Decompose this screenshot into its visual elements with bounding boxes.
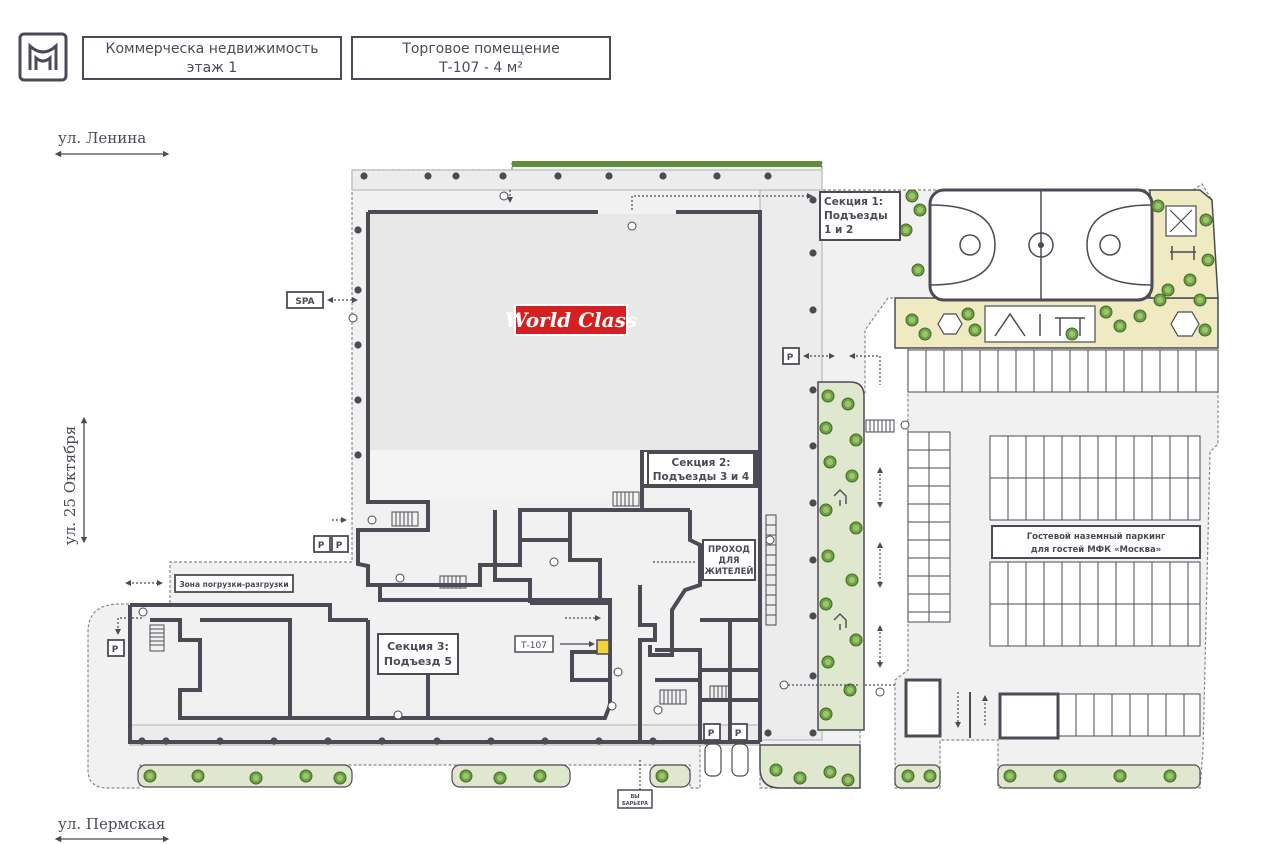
street-lenina: ул. Ленина bbox=[54, 129, 170, 158]
section1-entrances: 1 и 2 bbox=[824, 224, 853, 236]
section2-label-box: Секция 2: Подъезды 3 и 4 bbox=[647, 452, 755, 486]
barrier-exit-box: ВЫ БАРЬЕРА bbox=[617, 789, 653, 809]
section2-title: Секция 2: bbox=[672, 457, 731, 469]
guest-parking-line1: Гостевой наземный паркинг bbox=[1027, 532, 1166, 542]
section2-entrances: Подъезды 3 и 4 bbox=[653, 471, 750, 483]
section1-title: Секция 1: bbox=[824, 196, 883, 208]
worldclass-logo: World Class bbox=[505, 308, 637, 332]
residents-line2: ДЛЯ bbox=[718, 556, 739, 566]
guest-parking-box: Гостевой наземный паркинг для гостей МФК… bbox=[991, 525, 1201, 559]
t107-callout: Т-107 bbox=[514, 635, 595, 653]
p-badge: P bbox=[730, 723, 748, 741]
bottom-green bbox=[137, 744, 1201, 789]
p-badge: P bbox=[703, 723, 721, 741]
residents-line3: ЖИТЕЛЕЙ bbox=[704, 565, 753, 577]
routes bbox=[115, 190, 988, 790]
cars bbox=[704, 743, 749, 777]
svg-text:P: P bbox=[708, 729, 715, 739]
guest-parking-line2: для гостей МФК «Москва» bbox=[1031, 545, 1161, 555]
svg-text:P: P bbox=[112, 645, 119, 655]
street-lenina-label: ул. Ленина bbox=[58, 129, 146, 147]
property-type-box: Коммерческа недвижимость этаж 1 bbox=[82, 36, 342, 80]
unit-type-label: Торговое помещение bbox=[402, 41, 560, 57]
t107-label: Т-107 bbox=[520, 641, 547, 651]
street-permskaya-label: ул. Пермская bbox=[58, 815, 165, 833]
sports-area bbox=[894, 188, 1219, 349]
street-permskaya: ул. Пермская bbox=[54, 815, 170, 843]
svg-text:P: P bbox=[735, 729, 742, 739]
residents-passage-box: ПРОХОД ДЛЯ ЖИТЕЛЕЙ bbox=[702, 539, 756, 581]
floor-label: этаж 1 bbox=[186, 60, 238, 76]
svg-text:P: P bbox=[787, 353, 794, 363]
section1-label-box: Секция 1: Подъезды 1 и 2 bbox=[819, 191, 901, 241]
dog-park-icons bbox=[833, 489, 847, 630]
street-oktyabrya-label: ул. 25 Октября bbox=[61, 426, 79, 545]
spa-label-box: SPA bbox=[286, 291, 324, 309]
parking-badges: P P P P P P bbox=[107, 347, 800, 741]
logo-icon bbox=[18, 32, 68, 82]
worldclass-area: World Class bbox=[370, 214, 758, 500]
barrier-line1: ВЫ bbox=[631, 794, 640, 800]
p-badge: P bbox=[313, 535, 331, 553]
loading-zone-label: Зона погрузки-разгрузки bbox=[179, 580, 288, 589]
parking-area bbox=[904, 349, 1219, 740]
p-badge: P bbox=[107, 639, 125, 657]
svg-text:P: P bbox=[318, 541, 325, 551]
p-badge: P bbox=[331, 535, 349, 553]
p-badge: P bbox=[782, 347, 800, 365]
section1-subtitle: Подъезды bbox=[824, 210, 888, 222]
spa-label: SPA bbox=[295, 297, 314, 307]
property-type-label: Коммерческа недвижимость bbox=[105, 41, 319, 57]
unit-info-box: Торговое помещение Т-107 - 4 м² bbox=[351, 36, 611, 80]
section3-entrance: Подъезд 5 bbox=[384, 655, 452, 668]
section3-label-box: Секция 3: Подъезд 5 bbox=[377, 633, 459, 675]
door-markers bbox=[138, 191, 910, 720]
top-hedge bbox=[512, 161, 822, 167]
green-strip bbox=[817, 381, 865, 731]
stairs bbox=[149, 419, 895, 705]
street-oktyabrya: ул. 25 Октября bbox=[61, 416, 88, 545]
unit-area-label: Т-107 - 4 м² bbox=[439, 60, 523, 76]
svg-text:P: P bbox=[336, 541, 343, 551]
loading-zone-box: Зона погрузки-разгрузки bbox=[174, 574, 294, 593]
barrier-line2: БАРЬЕРА bbox=[622, 801, 648, 807]
residents-line1: ПРОХОД bbox=[708, 545, 750, 555]
unit-t107[interactable] bbox=[596, 639, 610, 655]
section3-title: Секция 3: bbox=[387, 640, 449, 653]
